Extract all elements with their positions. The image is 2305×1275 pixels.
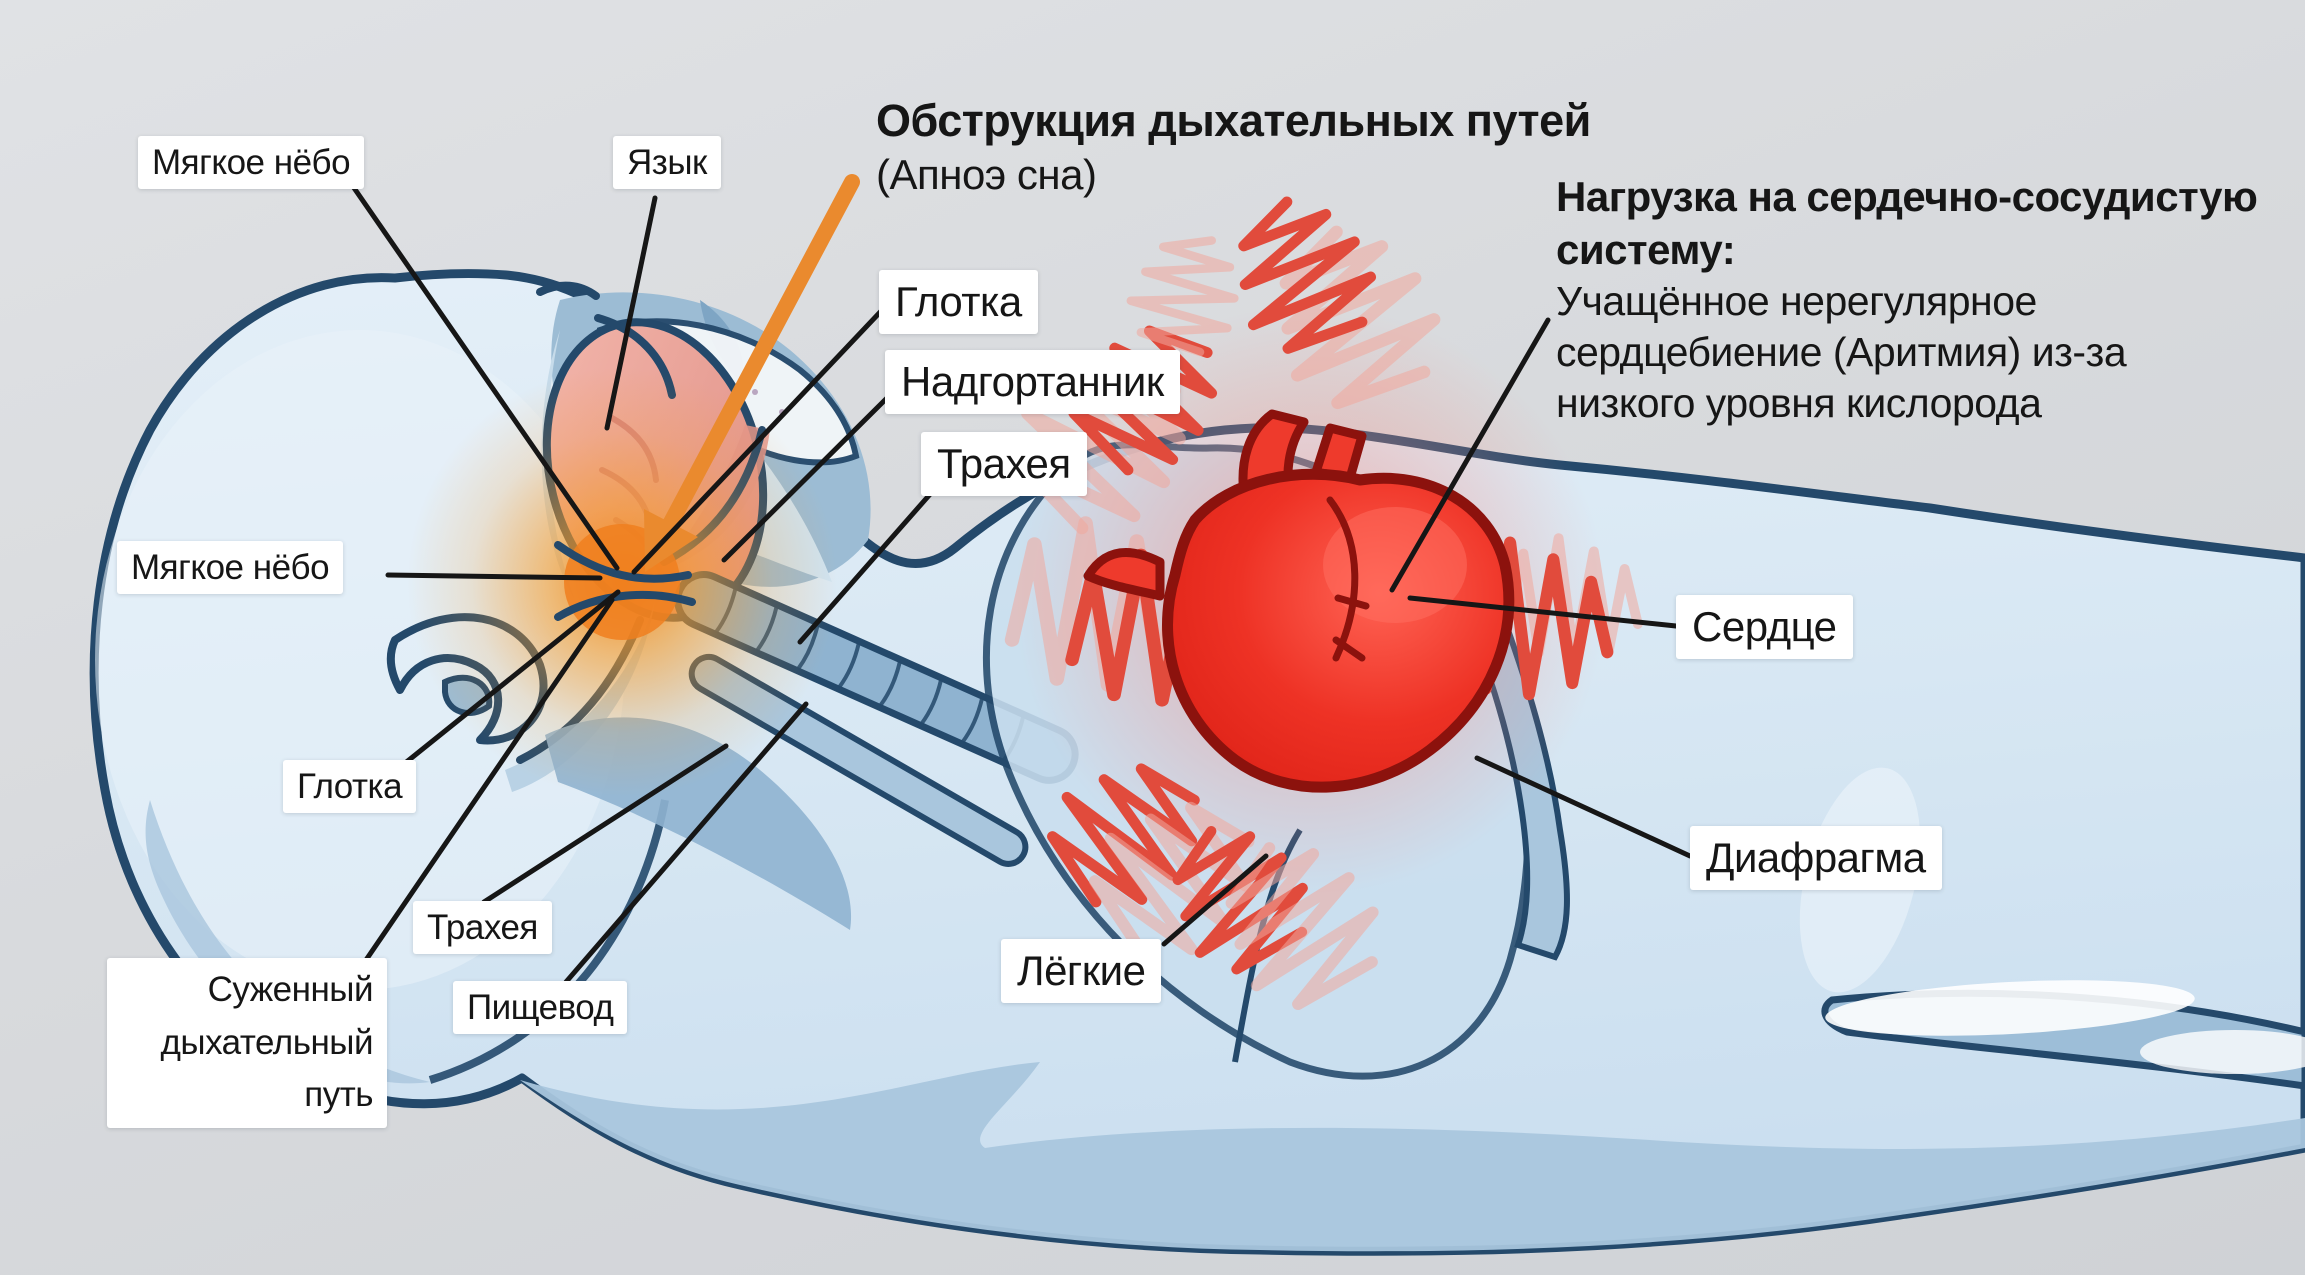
hip-highlight-small xyxy=(2140,1030,2305,1074)
cardio-body-line3: низкого уровня кислорода xyxy=(1556,380,2042,426)
line-lungs xyxy=(1161,853,1269,947)
line-soft-palate-side xyxy=(385,572,603,581)
arm-shadow-band xyxy=(520,1062,2305,1252)
line-pharynx-upper xyxy=(631,305,887,575)
line-trachea-upper xyxy=(797,489,935,645)
label-lungs: Лёгкие xyxy=(1001,939,1162,1003)
label-diaphragm: Диафрагма xyxy=(1690,826,1942,890)
pinch-upper-curve xyxy=(554,541,692,583)
label-esophagus: Пищевод xyxy=(453,981,628,1035)
line-pharynx-lower xyxy=(401,589,621,767)
obstruction-title-line1: Обструкция дыхательных путей xyxy=(876,95,1591,146)
obstruction-title: Обструкция дыхательных путей (Апноэ сна) xyxy=(876,96,1591,200)
label-epiglottis: Надгортанник xyxy=(885,350,1180,414)
line-epiglottis xyxy=(721,389,896,563)
coronary-vessel xyxy=(1326,496,1370,662)
label-trachea-upper: Трахея xyxy=(921,432,1087,496)
cardio-heading-line2: систему: xyxy=(1556,226,1736,273)
heart-sheen xyxy=(1323,507,1467,623)
pinch-lower-curve xyxy=(554,590,696,621)
line-trachea-lower xyxy=(481,743,729,905)
label-trachea-lower: Трахея xyxy=(413,901,552,955)
line-narrowed-airway xyxy=(363,597,615,963)
line-esophagus xyxy=(563,701,809,985)
label-soft-palate-side: Мягкое нёбо xyxy=(117,541,344,595)
cardio-body-line1: Учащённое нерегулярное xyxy=(1556,278,2037,324)
heart-group xyxy=(991,183,1637,1030)
line-diaphragm xyxy=(1474,755,1693,859)
label-tongue: Язык xyxy=(613,136,721,190)
line-soft-palate-top xyxy=(340,169,620,571)
narrowed-airway-line2: дыхательный путь xyxy=(160,1022,373,1115)
line-cardio-note xyxy=(1389,317,1551,593)
heart-vessel-stub-2 xyxy=(1083,548,1165,601)
label-heart: Сердце xyxy=(1676,595,1853,659)
label-pharynx-upper: Глотка xyxy=(879,270,1038,334)
narrowed-airway-line1: Суженный xyxy=(207,970,374,1009)
nose-notch xyxy=(536,281,600,300)
cardio-note: Нагрузка на сердечно-сосудистую систему:… xyxy=(1556,170,2258,429)
jaw-neck-line xyxy=(428,799,669,1084)
label-soft-palate-top: Мягкое нёбо xyxy=(138,136,365,190)
hip-highlight xyxy=(1825,980,2195,1036)
label-narrowed-airway: Суженный дыхательный путь xyxy=(107,958,387,1128)
line-heart xyxy=(1407,595,1679,629)
line-tongue xyxy=(604,195,658,431)
obstruction-title-line2: (Апноэ сна) xyxy=(876,150,1097,198)
annotation-lines xyxy=(340,169,1693,985)
cardio-body-line2: сердцебиение (Аритмия) из-за xyxy=(1556,329,2127,375)
label-pharynx-lower: Глотка xyxy=(283,760,417,814)
lower-jaw-band xyxy=(505,600,655,792)
cardio-heading-line1: Нагрузка на сердечно-сосудистую xyxy=(1556,173,2258,220)
obstruction-arrow-head xyxy=(644,509,698,572)
obstruction-arrow-shaft xyxy=(660,174,860,536)
